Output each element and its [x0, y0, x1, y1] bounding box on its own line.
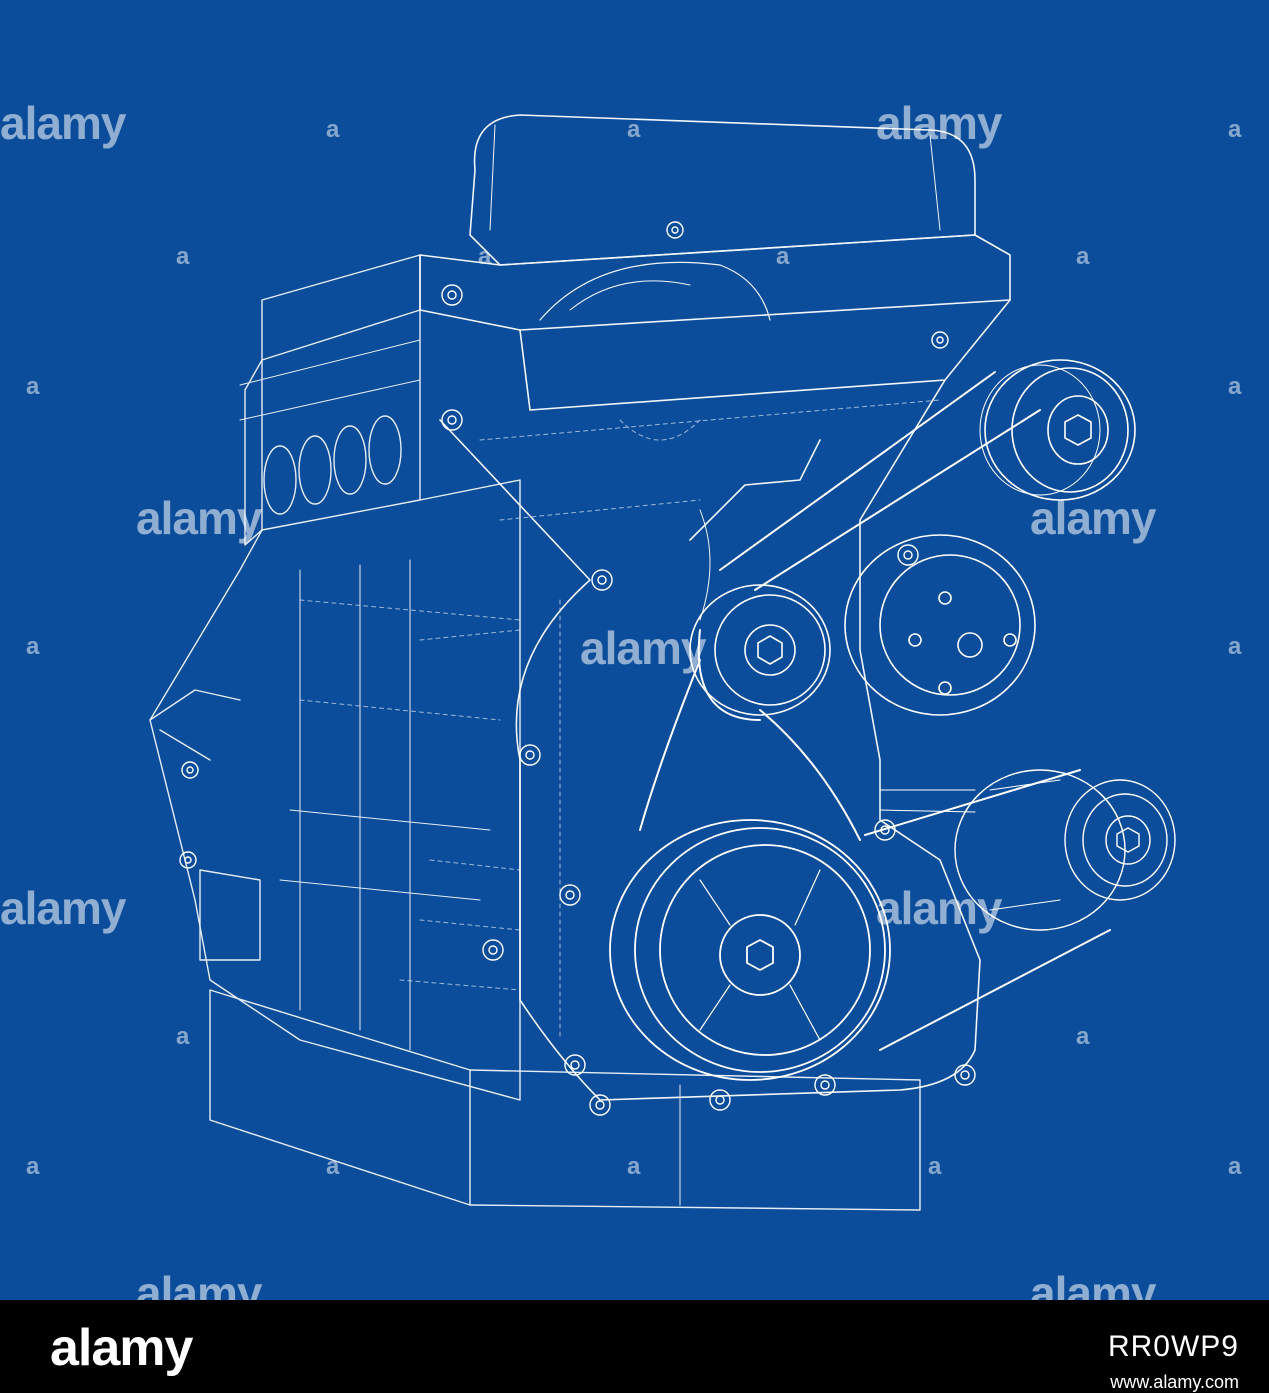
- watermark-small: a: [1228, 116, 1242, 143]
- watermark-small: a: [1228, 633, 1242, 660]
- image-id: RR0WP9: [1107, 1330, 1239, 1363]
- cylinder-head-left: [239, 254, 421, 546]
- engine-wireframe-drawing: [149, 114, 1176, 1211]
- watermark-small: a: [1228, 1153, 1242, 1180]
- engine-block: [149, 479, 921, 1211]
- watermark-small: a: [26, 633, 40, 660]
- valve-cover: [419, 114, 1011, 411]
- watermark-small: a: [1076, 243, 1090, 270]
- watermark-small: a: [326, 1153, 340, 1180]
- water-pump-pulley: [844, 534, 1036, 716]
- watermark-small: a: [1076, 1023, 1090, 1050]
- watermark-small: a: [776, 243, 790, 270]
- blueprint-canvas: alamy alamy alamy alamy alamy alamy alam…: [0, 0, 1269, 1300]
- watermark: alamy: [1030, 492, 1156, 544]
- watermark: alamy: [876, 882, 1002, 934]
- bolts: [179, 221, 976, 1116]
- watermark-small: a: [1228, 373, 1242, 400]
- watermark-small: a: [627, 116, 641, 143]
- tensioner-pulley: [689, 584, 831, 716]
- watermark-small: a: [26, 1153, 40, 1180]
- watermark-small: a: [26, 373, 40, 400]
- watermark: alamy: [136, 492, 262, 544]
- alternator: [879, 769, 1176, 931]
- watermark: alamy: [1030, 1267, 1156, 1300]
- watermark: alamy: [0, 97, 126, 149]
- watermark-small: a: [627, 1153, 641, 1180]
- hidden-lines: [299, 399, 941, 1041]
- watermark: alamy: [580, 622, 706, 674]
- stock-footer-bar: alamy RR0WP9 www.alamy.com: [0, 1300, 1269, 1392]
- watermark: alamy: [876, 97, 1002, 149]
- watermark: alamy: [0, 882, 126, 934]
- watermark-small: a: [176, 1023, 190, 1050]
- idler-pulley-upper: [979, 359, 1136, 501]
- alamy-logo: alamy: [50, 1319, 193, 1377]
- watermark: alamy: [136, 1267, 262, 1300]
- watermark-small: a: [326, 116, 340, 143]
- watermark-small: a: [928, 1153, 942, 1180]
- crankshaft-pulley: [609, 819, 891, 1081]
- site-url: www.alamy.com: [1110, 1372, 1239, 1392]
- serpentine-belt: [639, 371, 1111, 1051]
- timing-cover: [439, 379, 981, 1101]
- watermark-small: a: [478, 243, 492, 270]
- watermark-small: a: [176, 243, 190, 270]
